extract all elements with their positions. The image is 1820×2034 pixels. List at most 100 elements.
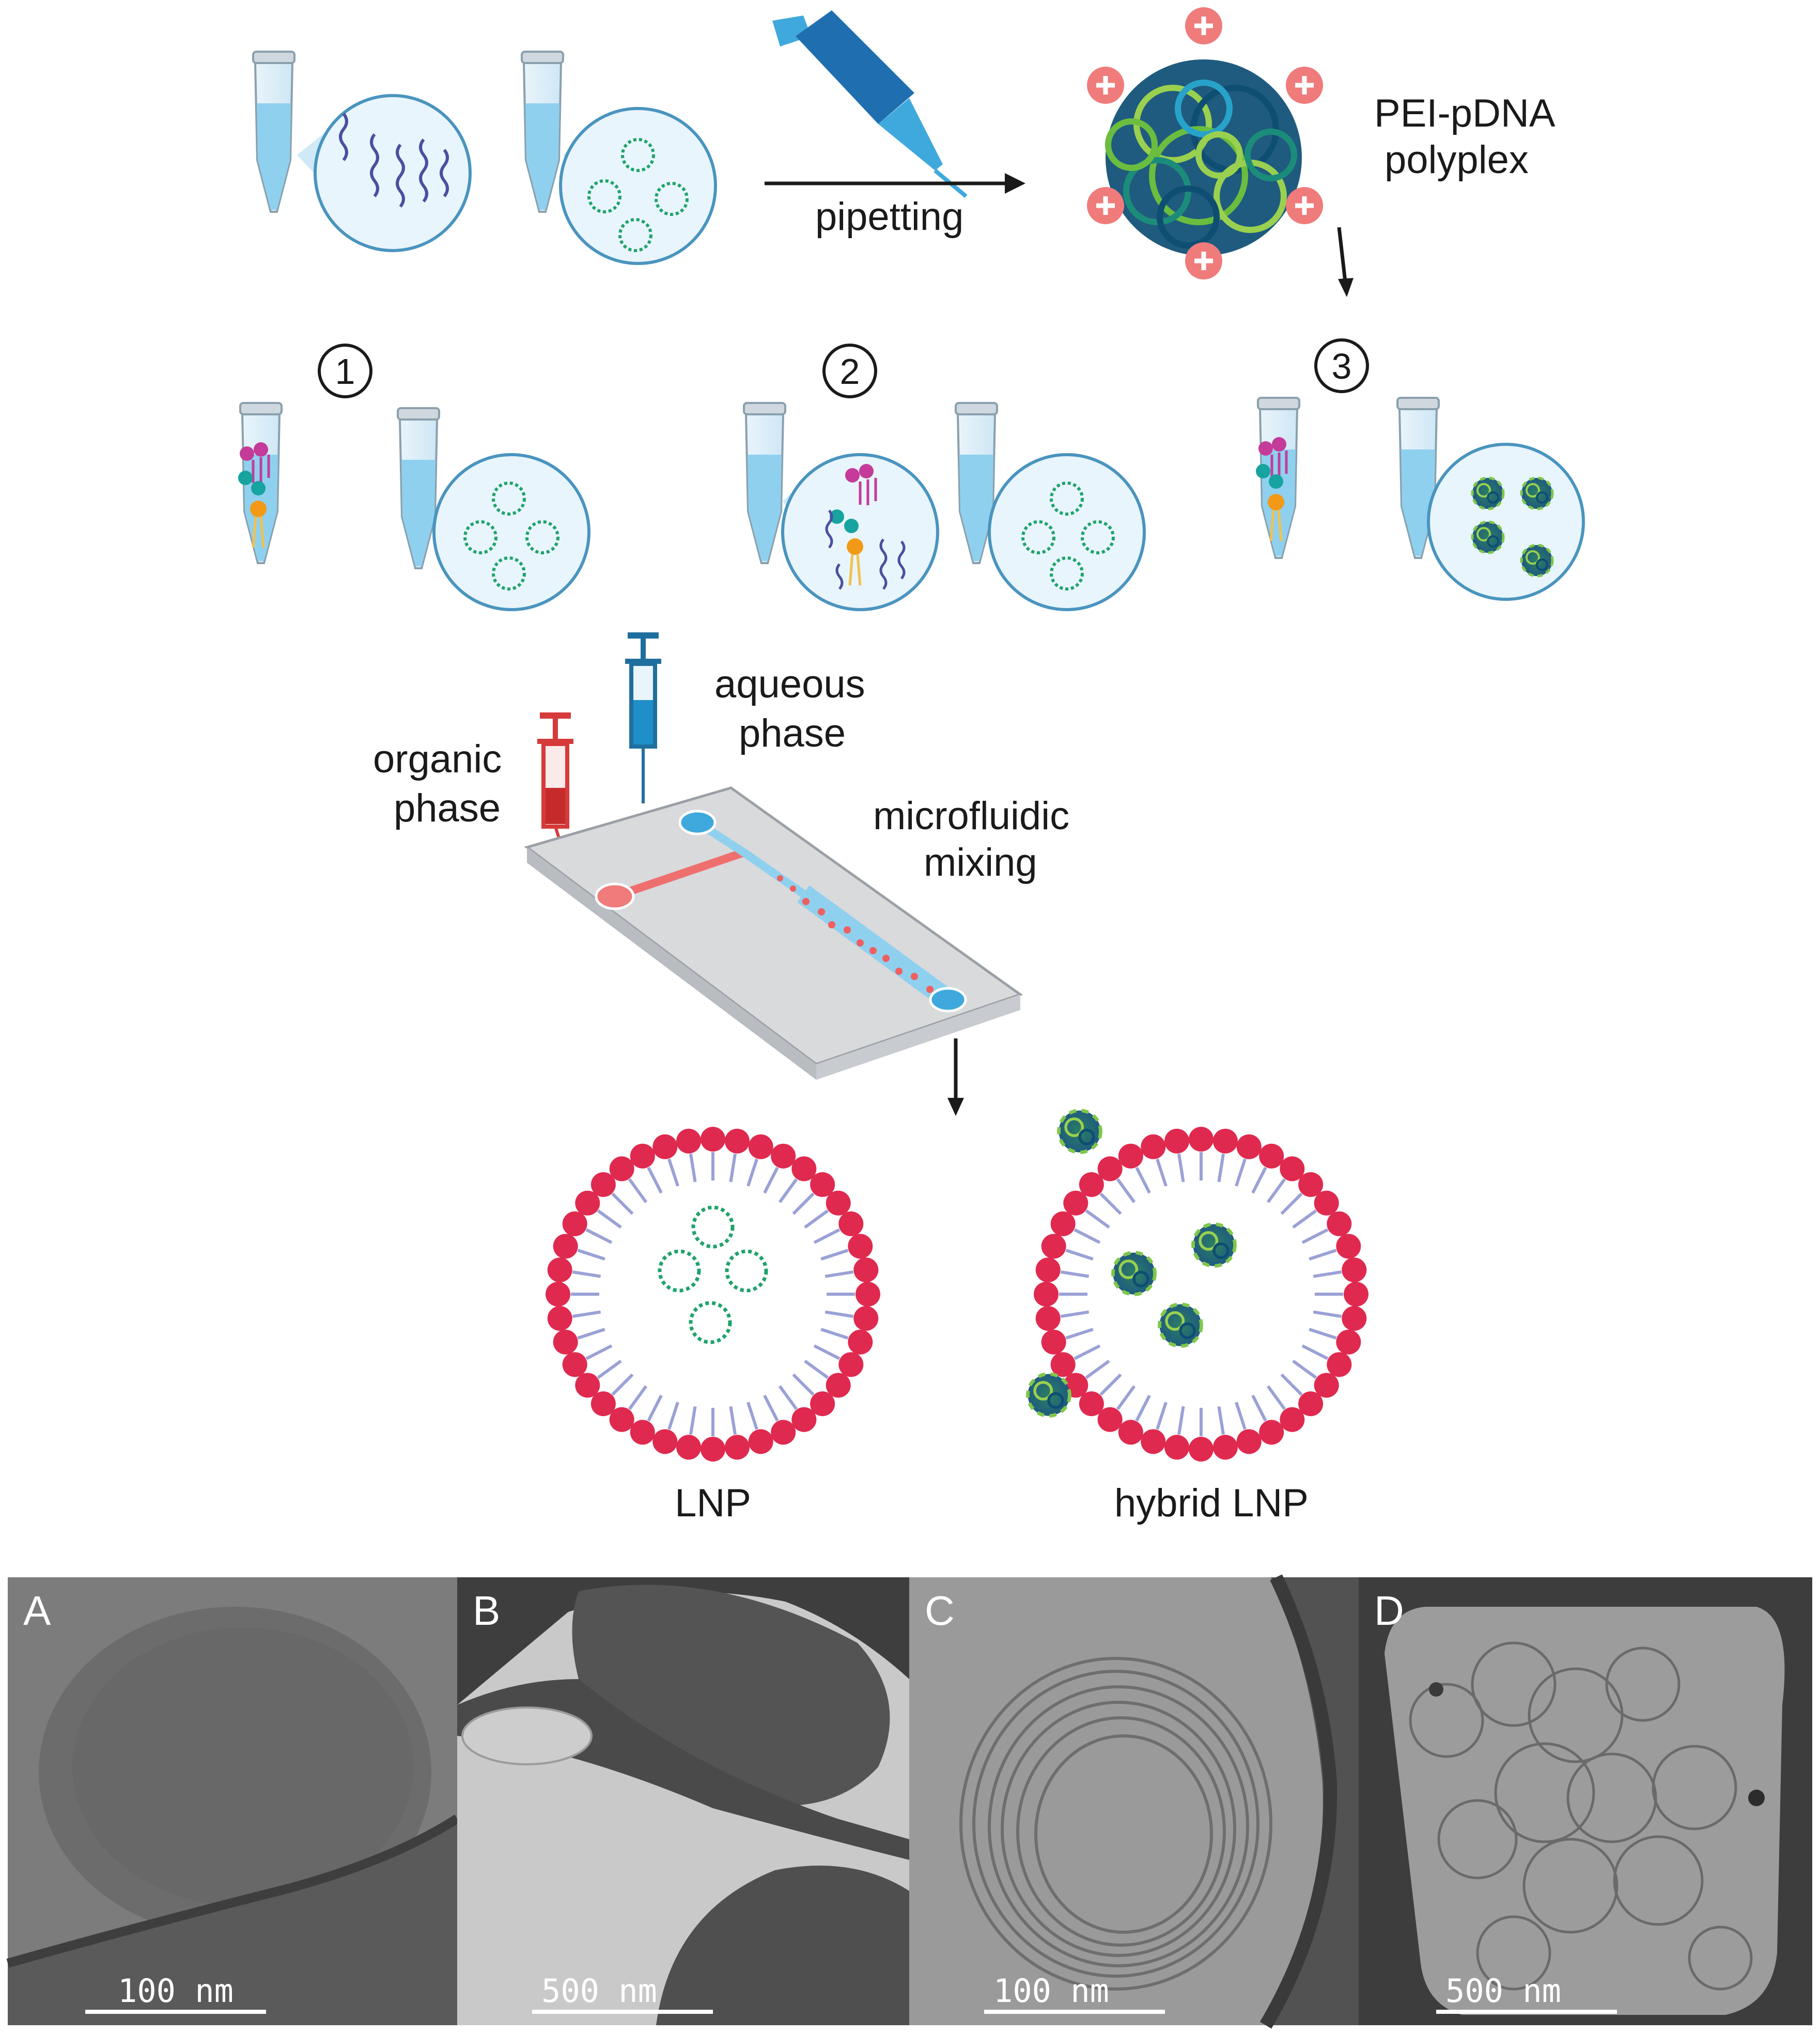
scale-bar [85,2010,266,2014]
lipid-head [546,1282,570,1307]
lipid-head [1079,1172,1104,1197]
lipid-head [676,1435,702,1460]
lnp-diagram [546,1127,880,1462]
lipid-head [562,1352,587,1377]
lipid-tail [628,1396,639,1410]
lipid-head [1336,1234,1361,1259]
lipid-tail [1290,1192,1303,1205]
lipid-tail [621,1202,634,1215]
lipid-tail [1309,1253,1324,1261]
lipid-head [826,1190,851,1216]
lipid-tail [839,1270,854,1276]
lipid-tail [746,1402,754,1417]
lipid-tail [1060,1312,1075,1318]
lipid-tail [1085,1209,1099,1220]
lipid-head [1314,1373,1339,1398]
lipid-head [748,1134,773,1159]
lipid-tail [804,1217,818,1229]
organic-label-line2: phase [394,786,501,830]
lipid-tail [731,1420,737,1435]
step-3-polyplex-tube [1396,397,1585,601]
lipid-head [791,1156,817,1182]
lipid-head [701,1127,725,1152]
lipid-head [609,1156,634,1182]
lipid-tail [597,1209,611,1220]
lipid-tail [636,1189,648,1203]
step-1-lipid-tube [238,402,283,564]
svg-text:3: 3 [1332,346,1352,386]
lipid-tail [1275,1178,1286,1192]
pei-pdna-polyplex [1105,59,1302,256]
lipid-head [1344,1282,1368,1307]
lipid-tail [763,1179,773,1194]
lipid-tail [1314,1350,1329,1360]
lipid-tail [792,1373,805,1386]
svg-text:2: 2 [840,351,860,392]
micrograph-panel-a: A 100 nm [6,1577,460,2025]
tube-pdna [252,51,472,252]
lipid-tail [689,1153,695,1168]
lipid-head [1259,1143,1284,1169]
pipetting-label: pipetting [815,195,963,239]
lipid-tail [689,1420,695,1435]
lipid-tail [691,1406,697,1421]
lipid-head [562,1211,587,1236]
lipid-head [1035,1306,1061,1331]
lipid-tail [1257,1167,1267,1181]
panel-letter: D [1374,1588,1404,1634]
lipid-tail [1065,1332,1080,1340]
lipid-tail [1135,1167,1145,1181]
lipid-tail [1314,1228,1329,1238]
lipid-tail [590,1328,605,1336]
lipid-tail [653,1394,663,1409]
lipid-tail [1266,1385,1278,1399]
lipid-tail [820,1328,835,1336]
lipid-tail [597,1368,611,1379]
lipid-head [1050,1352,1076,1377]
lipid-tail [1327,1270,1342,1276]
lipid-head [771,1143,796,1169]
organic-label-line1: organic [373,737,502,781]
lipid-head [1327,1211,1352,1236]
lipid-tail [839,1312,854,1318]
lipid-head [855,1282,880,1307]
lipid-tail [804,1359,818,1371]
lipid-tail [1160,1172,1168,1187]
lipid-tail [1219,1153,1225,1168]
aqueous-label-line2: phase [739,711,846,755]
lipid-head [547,1257,572,1283]
lipid-tail [586,1310,601,1316]
lipid-tail [590,1253,605,1261]
lipid-tail [1327,1312,1342,1318]
lipid-tail [802,1384,815,1396]
step-2-marker: 2 [822,344,877,398]
polyplex-down-arrow [1337,227,1347,282]
lipid-head [553,1329,578,1355]
lipid-tail [751,1415,758,1430]
lipid-tail [1109,1202,1122,1215]
lipid-tail [1116,1178,1127,1192]
lipid-head [810,1391,835,1417]
lipid-head [1035,1257,1061,1283]
lipid-tail [778,1385,790,1399]
lipid-tail [667,1158,675,1173]
lipid-head [1164,1435,1190,1460]
lipid-tail [653,1179,663,1194]
encapsulated-pdna [658,1205,768,1344]
lipid-tail [1239,1415,1247,1430]
lipid-head [630,1420,655,1445]
lipid-tail [1322,1332,1337,1340]
lnp-label: LNP [675,1481,751,1525]
lipid-tail [1322,1249,1337,1256]
lipid-tail [815,1368,829,1379]
lipid-tail [1109,1373,1122,1386]
lipid-tail [647,1167,657,1181]
lipid-head [848,1329,873,1355]
micrograph-panel-b: B 500 nm [457,1577,909,2025]
lipid-tail [691,1167,697,1183]
lipid-tail [1079,1253,1094,1261]
lipid-tail [729,1406,735,1421]
lipid-tail [1074,1272,1090,1278]
lipid-head [609,1407,634,1432]
lipid-head [748,1429,773,1454]
